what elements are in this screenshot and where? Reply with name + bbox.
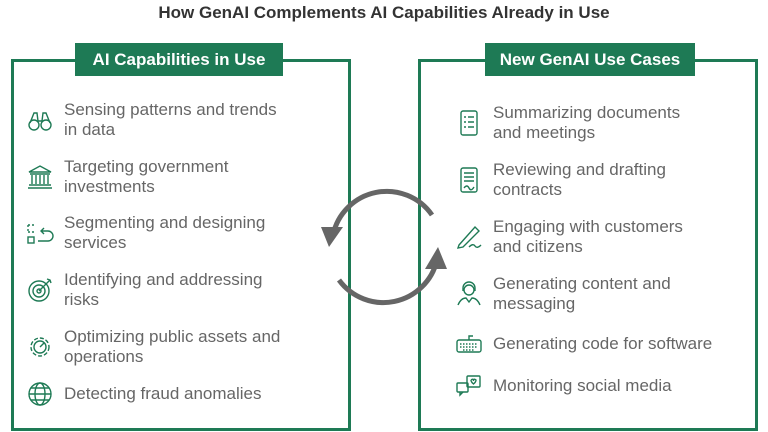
- list-item: Monitoring social media: [455, 372, 672, 400]
- pen-signature-icon: [456, 225, 482, 249]
- item-label: Segmenting and designing: [64, 213, 266, 232]
- item-label: Optimizing public assets and: [64, 327, 281, 346]
- arrowhead-right-icon: [425, 247, 447, 269]
- item-label: Sensing patterns and trends: [64, 100, 277, 119]
- item-label: Generating code for software: [493, 334, 713, 353]
- item-label: risks: [64, 290, 99, 309]
- item-label: Detecting fraud anomalies: [64, 384, 262, 403]
- item-label: operations: [64, 347, 144, 366]
- gear-gauge-icon: [30, 337, 50, 357]
- item-label: Generating content and: [493, 274, 671, 293]
- item-label: and citizens: [493, 237, 583, 256]
- item-label: investments: [64, 177, 155, 196]
- globe-icon: [28, 382, 52, 406]
- segment-flow-icon: [27, 224, 54, 244]
- item-label: services: [64, 233, 127, 252]
- item-label: Engaging with customers: [493, 217, 683, 236]
- item-label: contracts: [493, 180, 562, 199]
- government-building-icon: [28, 165, 52, 189]
- item-label: Reviewing and drafting: [493, 160, 666, 179]
- item-label: and meetings: [493, 123, 596, 142]
- binoculars-icon: [28, 112, 52, 131]
- keyboard-icon: [456, 335, 482, 353]
- item-label: Monitoring social media: [493, 376, 672, 395]
- item-label: in data: [64, 120, 116, 139]
- list-item: Generating code for software: [455, 330, 712, 358]
- arrowhead-left-icon: [321, 227, 343, 247]
- genai-use-cases-header: New GenAI Use Cases: [485, 43, 695, 76]
- social-chat-icon: [456, 375, 481, 397]
- ai-capabilities-header: AI Capabilities in Use: [75, 43, 283, 76]
- cycle-arrow-bottom: [336, 259, 440, 306]
- headset-agent-icon: [457, 281, 481, 306]
- item-label: Summarizing documents: [493, 103, 681, 122]
- item-label: messaging: [493, 294, 576, 313]
- checklist-document-icon: [460, 110, 478, 136]
- item-label: Identifying and addressing: [64, 270, 263, 289]
- cycle-arrow-top: [330, 188, 435, 236]
- item-label: Targeting government: [64, 157, 229, 176]
- contract-icon: [460, 167, 478, 193]
- list-item: Detecting fraud anomalies: [26, 380, 262, 408]
- diagram-title: How GenAI Complements AI Capabilities Al…: [158, 3, 610, 22]
- target-icon: [28, 278, 52, 302]
- cycle-arrows: [321, 188, 447, 306]
